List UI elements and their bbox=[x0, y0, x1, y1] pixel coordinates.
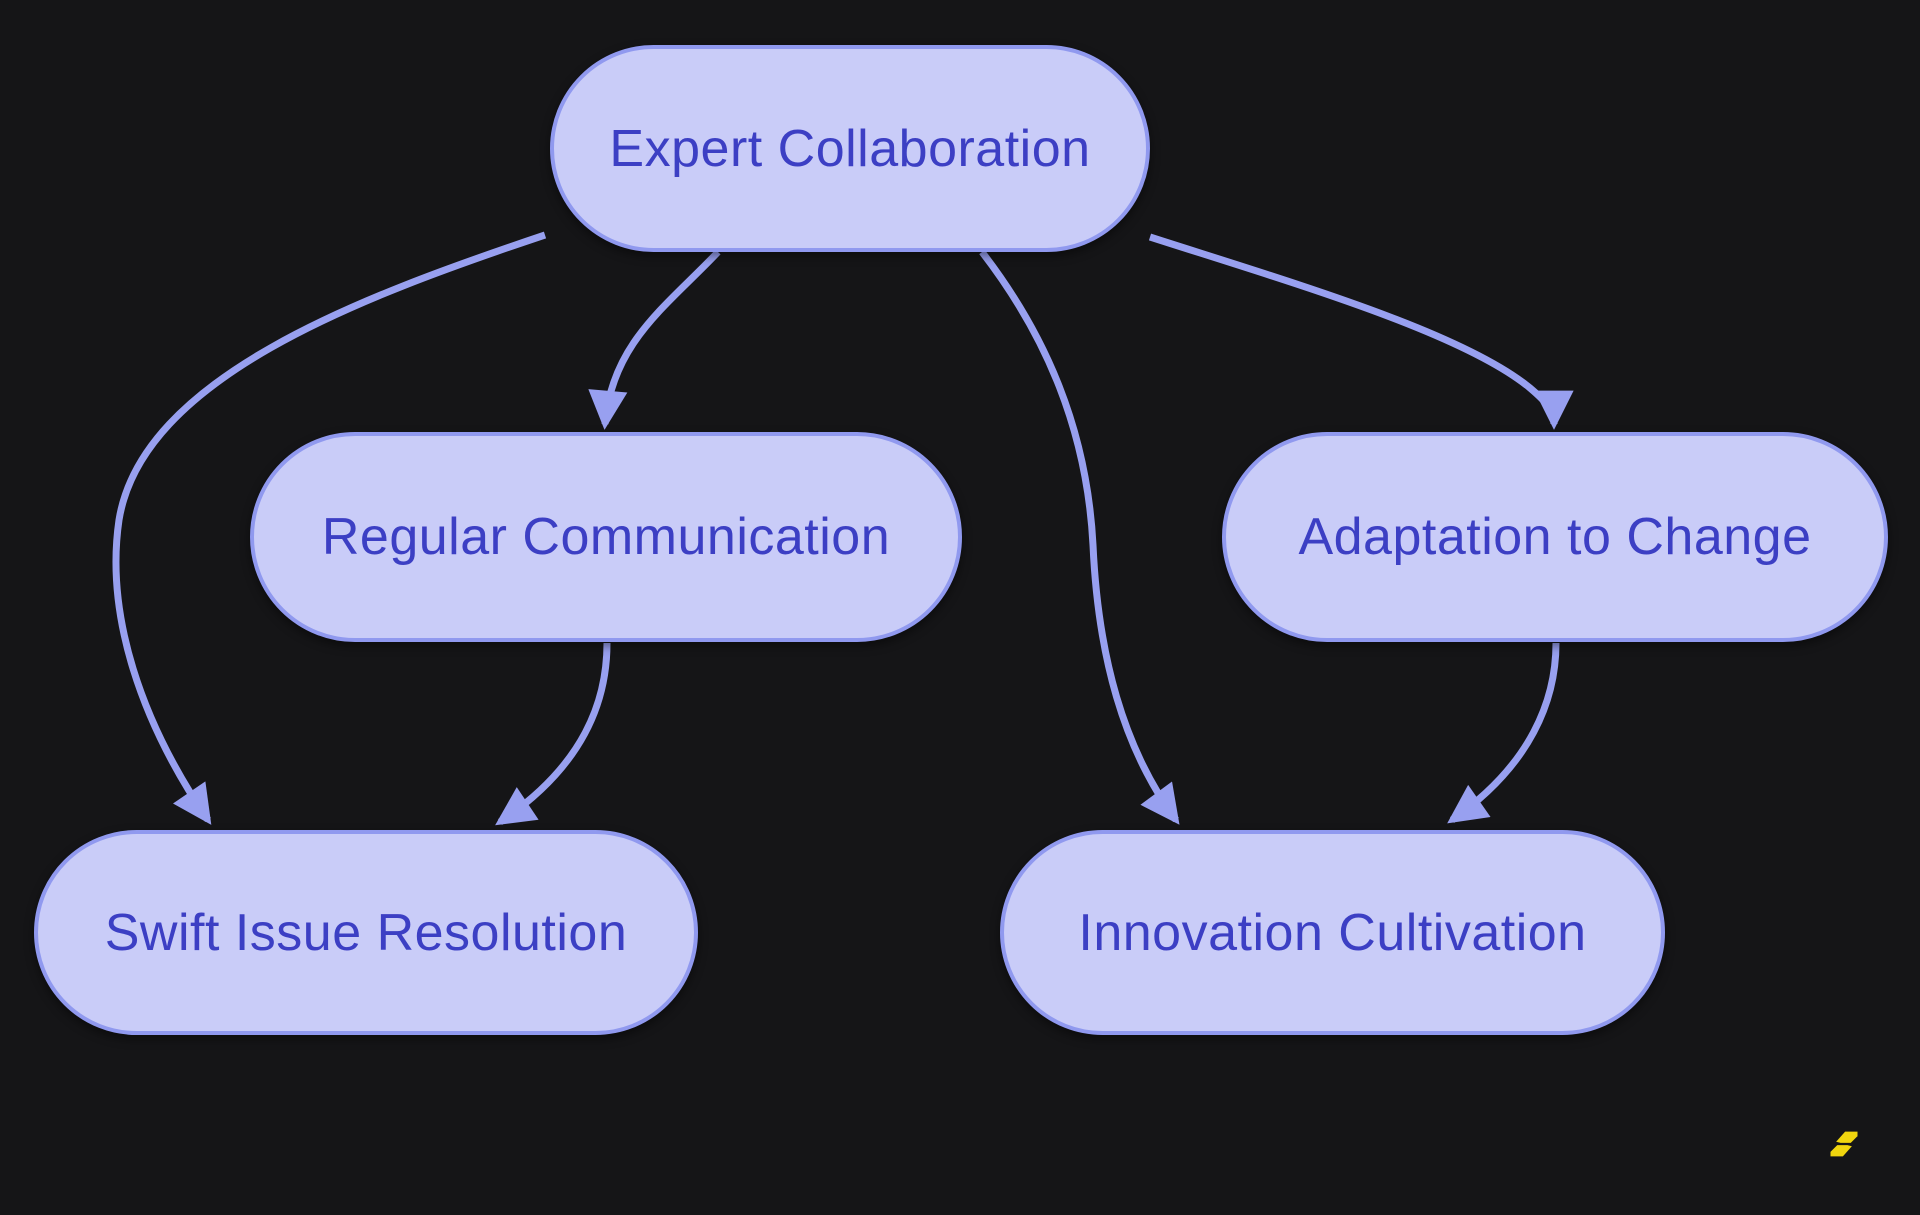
edge-adaptation-to-change-to-innovation-cultivation bbox=[1447, 642, 1560, 824]
edge-expert-collaboration-to-innovation-cultivation bbox=[979, 249, 1180, 825]
edge-expert-collaboration-to-adaptation-to-change bbox=[1148, 233, 1574, 430]
node-adaptation-to-change: Adaptation to Change bbox=[1222, 432, 1888, 642]
node-label-expert-collaboration: Expert Collaboration bbox=[609, 119, 1091, 178]
node-label-adaptation-to-change: Adaptation to Change bbox=[1298, 508, 1812, 566]
node-regular-communication: Regular Communication bbox=[250, 432, 962, 642]
edge-expert-collaboration-to-regular-communication bbox=[588, 249, 721, 430]
s-logo-icon bbox=[1830, 1131, 1858, 1157]
node-label-regular-communication: Regular Communication bbox=[321, 508, 891, 566]
node-swift-issue-resolution: Swift Issue Resolution bbox=[34, 830, 698, 1035]
node-innovation-cultivation: Innovation Cultivation bbox=[1000, 830, 1665, 1035]
edge-regular-communication-to-swift-issue-resolution bbox=[495, 642, 611, 826]
edge-expert-collaboration-to-swift-issue-resolution bbox=[112, 231, 547, 825]
node-label-innovation-cultivation: Innovation Cultivation bbox=[1078, 903, 1587, 962]
node-expert-collaboration: Expert Collaboration bbox=[550, 45, 1150, 252]
node-label-swift-issue-resolution: Swift Issue Resolution bbox=[104, 903, 628, 962]
